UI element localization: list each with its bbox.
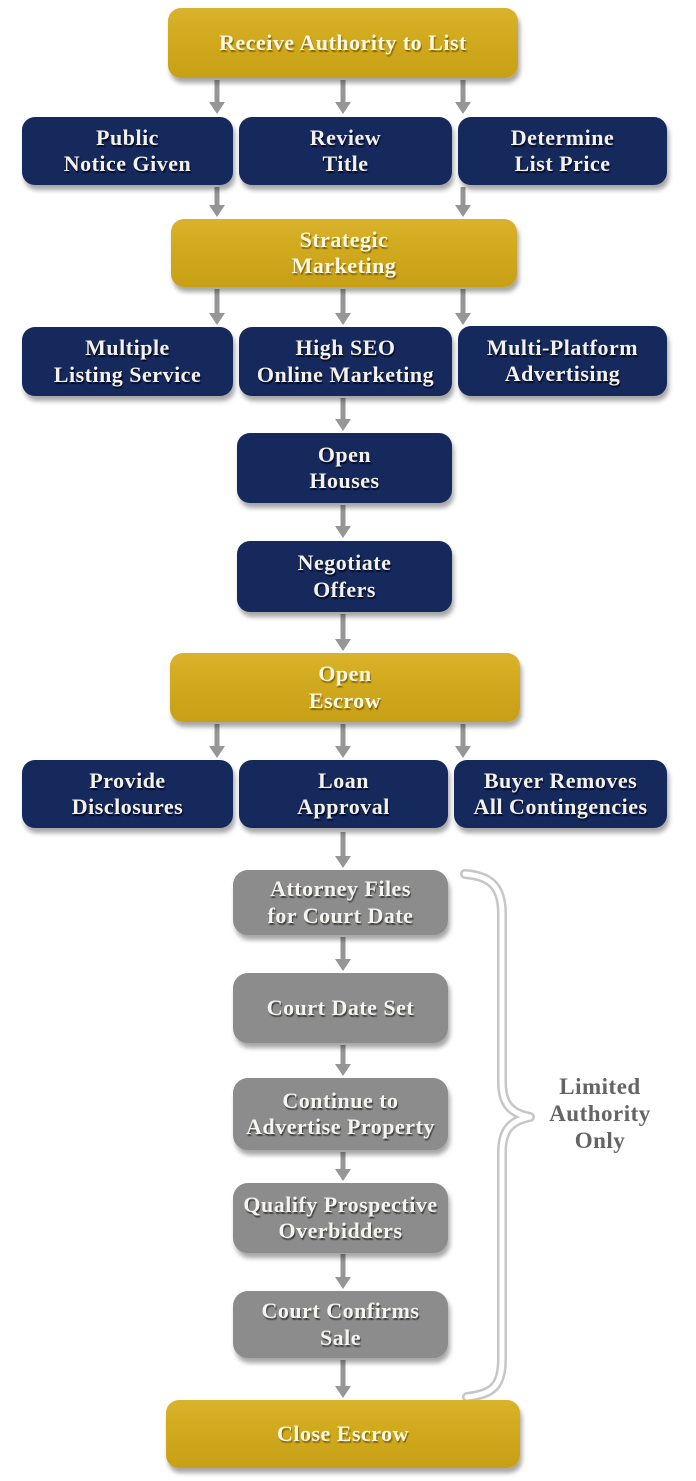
node-court-date-set: Court Date Set <box>233 973 448 1043</box>
node-loan-approval: Loan Approval <box>239 760 448 828</box>
node-determine-list-price: Determine List Price <box>458 117 667 185</box>
limited-authority-brace <box>460 869 535 1402</box>
node-multi-platform-advertising: Multi-Platform Advertising <box>458 326 667 396</box>
node-strategic-marketing: Strategic Marketing <box>171 219 517 287</box>
arrow-connector <box>209 80 225 114</box>
arrow-connector <box>335 1254 351 1289</box>
arrow-connector <box>455 187 471 217</box>
arrow-connector <box>455 289 471 325</box>
arrow-connector <box>209 289 225 325</box>
arrow-connector <box>335 1360 351 1398</box>
arrow-connector <box>335 832 351 868</box>
node-high-seo-online-marketing: High SEO Online Marketing <box>239 327 452 396</box>
arrow-connector <box>335 724 351 758</box>
arrow-connector <box>335 1152 351 1181</box>
node-buyer-removes-contingencies: Buyer Removes All Contingencies <box>454 760 667 828</box>
arrow-connector <box>209 724 225 758</box>
node-public-notice-given: Public Notice Given <box>22 117 233 185</box>
arrow-connector <box>335 614 351 651</box>
node-review-title: Review Title <box>239 117 452 185</box>
node-attorney-files-court-date: Attorney Files for Court Date <box>233 870 448 935</box>
arrow-connector <box>335 505 351 538</box>
arrow-connector <box>335 289 351 325</box>
arrow-connector <box>335 937 351 971</box>
node-provide-disclosures: Provide Disclosures <box>22 760 233 828</box>
node-open-houses: Open Houses <box>237 433 452 503</box>
node-close-escrow: Close Escrow <box>166 1400 520 1468</box>
arrow-connector <box>335 80 351 114</box>
limited-authority-label: Limited Authority Only <box>549 1074 651 1153</box>
arrow-connector <box>335 398 351 431</box>
node-qualify-prospective-overbidders: Qualify Prospective Overbidders <box>233 1183 448 1253</box>
node-receive-authority-to-list: Receive Authority to List <box>168 8 518 78</box>
node-negotiate-offers: Negotiate Offers <box>237 541 452 612</box>
arrow-connector <box>455 80 471 114</box>
node-continue-advertise-property: Continue to Advertise Property <box>233 1078 448 1150</box>
arrow-connector <box>455 724 471 758</box>
node-court-confirms-sale: Court Confirms Sale <box>233 1291 448 1358</box>
arrow-connector <box>209 187 225 217</box>
node-multiple-listing-service: Multiple Listing Service <box>22 327 233 396</box>
arrow-connector <box>335 1045 351 1076</box>
node-open-escrow: Open Escrow <box>170 653 520 722</box>
